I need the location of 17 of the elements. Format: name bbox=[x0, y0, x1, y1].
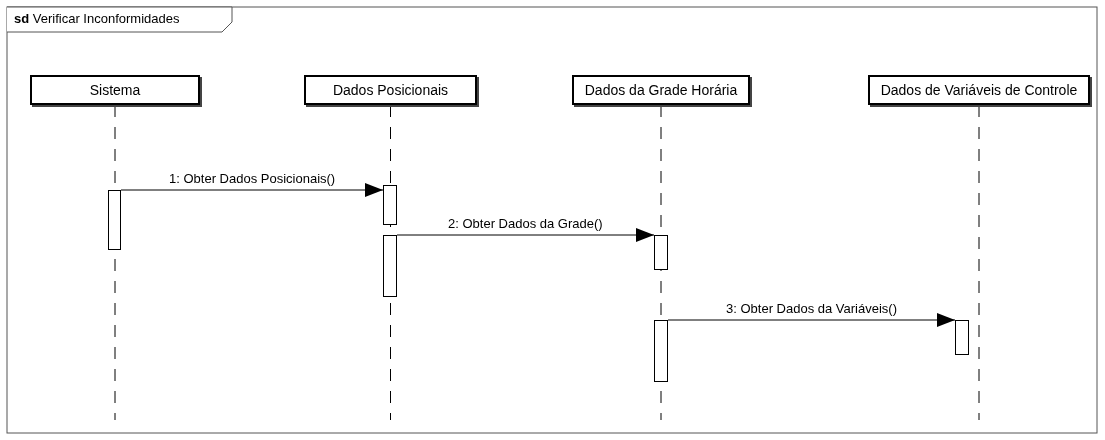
lifeline-head: Dados da Grade Horária bbox=[572, 75, 750, 105]
lifeline-head: Sistema bbox=[30, 75, 200, 105]
lifeline-head: Dados de Variáveis de Controle bbox=[868, 75, 1090, 105]
activation-bar bbox=[383, 235, 397, 297]
message-arrow bbox=[667, 313, 956, 327]
activation-bar bbox=[108, 190, 121, 250]
activation-bar bbox=[654, 320, 668, 382]
frame-title: sd Verificar Inconformidades bbox=[13, 11, 181, 26]
message-arrow bbox=[396, 228, 655, 242]
message-label: 1: Obter Dados Posicionais() bbox=[168, 171, 337, 186]
lifeline-head: Dados Posicionais bbox=[304, 75, 477, 105]
activation-bar bbox=[955, 320, 969, 355]
message-label: 2: Obter Dados da Grade() bbox=[447, 216, 604, 231]
activation-bar bbox=[654, 235, 668, 270]
message-arrow bbox=[120, 183, 384, 197]
message-label: 3: Obter Dados da Variáveis() bbox=[725, 301, 898, 316]
activation-bar bbox=[383, 185, 397, 225]
